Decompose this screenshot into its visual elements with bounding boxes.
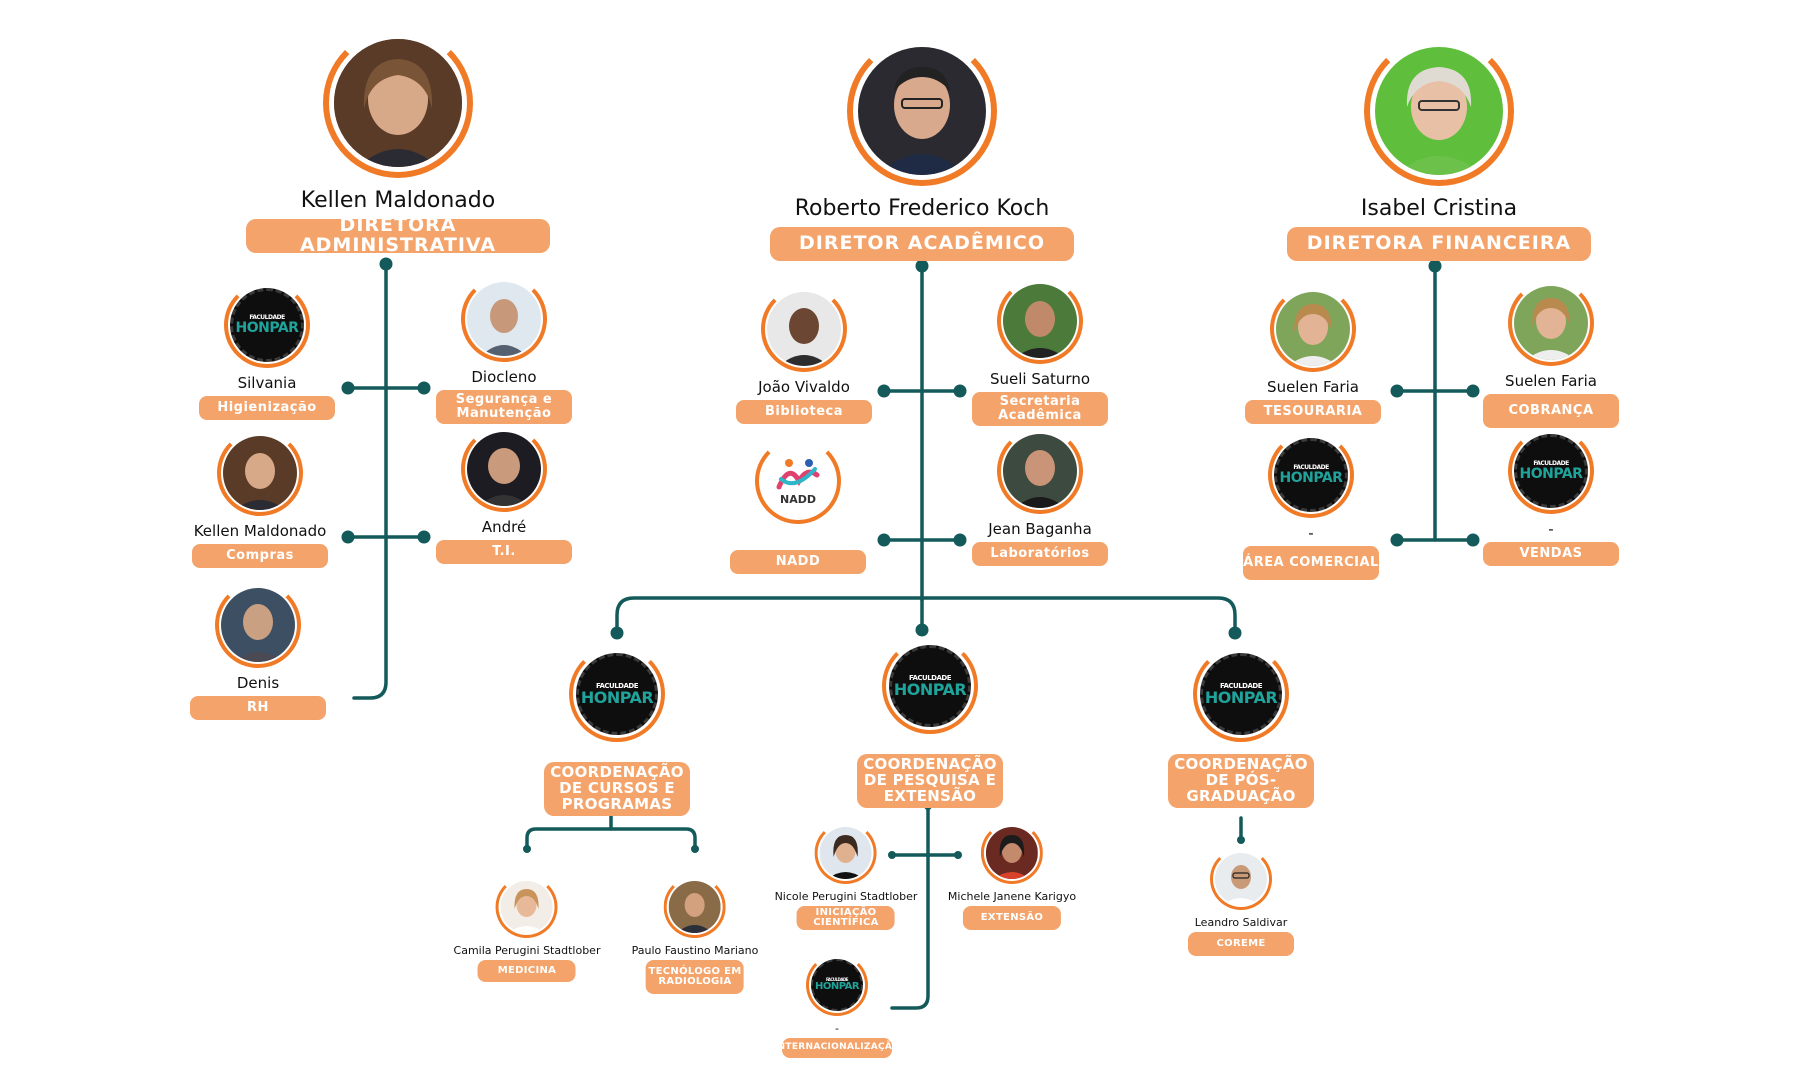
- staff-role: Segurança e Manutenção: [436, 390, 572, 424]
- staff-name: Nicole Perugini Stadtlober: [774, 890, 918, 903]
- director-financial: Isabel Cristina DIRETORA FINANCEIRA: [1287, 36, 1591, 261]
- avatar-ring: [664, 876, 726, 938]
- avatar-ring: [761, 286, 847, 372]
- staff-role: RH: [190, 696, 326, 720]
- staff-role: MEDICINA: [477, 960, 576, 982]
- avatar-ring: [323, 28, 473, 178]
- staff-name: -: [1548, 520, 1554, 538]
- staff-name: Suelen Faria: [1267, 378, 1359, 396]
- avatar-ring: [1508, 280, 1594, 366]
- staff-laboratorios: Jean Baganha Laboratórios: [972, 428, 1108, 566]
- staff-iniciacao: Nicole Perugini Stadtlober INICIAÇÃO CIE…: [774, 822, 918, 930]
- avatar-ring: [847, 36, 997, 186]
- staff-role: Secretaria Acadêmica: [972, 392, 1108, 426]
- staff-nadd: NADD NADD: [730, 438, 866, 574]
- staff-role: ÁREA COMERCIAL: [1243, 546, 1379, 580]
- staff-name: Jean Baganha: [988, 520, 1092, 538]
- staff-role: TECNÓLOGO EM RADIOLOGIA: [646, 960, 744, 994]
- staff-role: Compras: [192, 544, 328, 568]
- staff-name: Kellen Maldonado: [193, 522, 327, 540]
- director-role: DIRETOR ACADÊMICO: [770, 227, 1074, 261]
- staff-biblioteca: João Vivaldo Biblioteca: [736, 286, 872, 424]
- staff-role: NADD: [730, 550, 866, 574]
- staff-role: COREME: [1188, 932, 1294, 956]
- staff-name: Michele Janene Karigyo: [947, 890, 1077, 903]
- staff-name: João Vivaldo: [758, 378, 850, 396]
- staff-name: Paulo Faustino Mariano: [631, 944, 759, 957]
- avatar-ring: [217, 430, 303, 516]
- director-name: Kellen Maldonado: [300, 188, 496, 213]
- staff-role: T.I.: [436, 540, 572, 564]
- staff-name: -: [835, 1022, 839, 1035]
- staff-role: Higienização: [199, 396, 335, 420]
- staff-name: Camila Perugini Stadtlober: [453, 944, 601, 957]
- staff-medicina: Camila Perugini Stadtlober MEDICINA: [453, 876, 601, 982]
- avatar-ring: [1270, 286, 1356, 372]
- staff-compras: Kellen Maldonado Compras: [192, 430, 328, 568]
- avatar-ring: [997, 428, 1083, 514]
- director-role: DIRETORA FINANCEIRA: [1287, 227, 1591, 261]
- avatar-ring: [495, 876, 558, 938]
- staff-name: Denis: [236, 674, 280, 692]
- staff-role: EXTENSÃO: [963, 906, 1061, 930]
- staff-tesouraria: Suelen Faria TESOURARIA: [1245, 286, 1381, 424]
- avatar-ring: [461, 426, 547, 512]
- avatar-ring: [1210, 848, 1272, 910]
- staff-extensao: Michele Janene Karigyo EXTENSÃO: [948, 822, 1076, 930]
- staff-role: TESOURARIA: [1245, 400, 1381, 424]
- staff-cobranca: Suelen Faria COBRANÇA: [1483, 280, 1619, 428]
- coord-role: COORDENAÇÃO DE CURSOS E PROGRAMAS: [544, 762, 690, 816]
- staff-role: Biblioteca: [736, 400, 872, 424]
- avatar-ring: NADD: [755, 438, 841, 524]
- director-academic: Roberto Frederico Koch DIRETOR ACADÊMICO: [770, 36, 1074, 261]
- avatar-ring: [997, 278, 1083, 364]
- staff-name: Silvania: [237, 374, 297, 392]
- coord-role: COORDENAÇÃO DE PESQUISA E EXTENSÃO: [857, 754, 1003, 808]
- avatar-ring: [815, 822, 877, 884]
- staff-name: Sueli Saturno: [989, 370, 1091, 388]
- coord-role: COORDENAÇÃO DE PÓS-GRADUAÇÃO: [1168, 754, 1314, 808]
- staff-seguranca: Diocleno Segurança e Manutenção: [436, 276, 572, 424]
- staff-secretaria: Sueli Saturno Secretaria Acadêmica: [972, 278, 1108, 426]
- staff-name: Diocleno: [471, 368, 537, 386]
- staff-role: Laboratórios: [972, 542, 1108, 566]
- avatar-ring: [461, 276, 547, 362]
- staff-coreme: Leandro Saldivar COREME: [1188, 848, 1294, 956]
- staff-name: André: [481, 518, 527, 536]
- staff-role: COBRANÇA: [1483, 394, 1619, 428]
- staff-role: INICIAÇÃO CIENTÍFICA: [797, 906, 895, 930]
- director-name: Roberto Frederico Koch: [794, 196, 1050, 221]
- avatar-ring: [1364, 36, 1514, 186]
- staff-ti: André T.I.: [436, 426, 572, 564]
- staff-rh: Denis RH: [190, 582, 326, 720]
- director-name: Isabel Cristina: [1360, 196, 1518, 221]
- staff-role: INTERNACIONALIZAÇÃO: [774, 1038, 900, 1058]
- staff-role: VENDAS: [1483, 542, 1619, 566]
- avatar-ring: [215, 582, 301, 668]
- avatar-ring: [981, 822, 1043, 884]
- staff-radiologia: Paulo Faustino Mariano TECNÓLOGO EM RADI…: [631, 876, 759, 994]
- director-role: DIRETORA ADMINISTRATIVA: [246, 215, 550, 255]
- staff-name: -: [1308, 524, 1314, 542]
- staff-name: Leandro Saldivar: [1194, 916, 1288, 929]
- director-administrative: Kellen Maldonado DIRETORA ADMINISTRATIVA: [246, 28, 550, 255]
- staff-name: Suelen Faria: [1505, 372, 1597, 390]
